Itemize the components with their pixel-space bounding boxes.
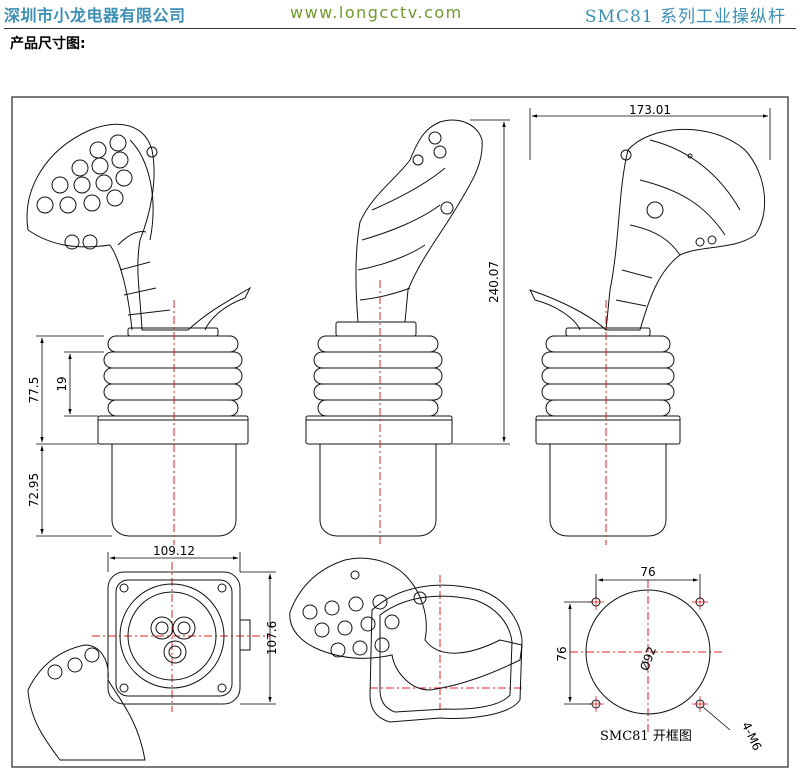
rear-buttons (620, 149, 717, 247)
iso-buttons (302, 570, 427, 658)
rear-view (529, 128, 766, 537)
dim-bellows-height: 77.5 (27, 377, 41, 404)
side-bellows (313, 335, 443, 417)
rear-grip-outline (529, 128, 766, 331)
dim-total-height: 240.07 (487, 261, 501, 303)
dim-cutout-diameter: Ø92 (637, 645, 659, 673)
side-view (305, 119, 483, 537)
dim-base-depth: 107.6 (265, 621, 279, 655)
front-bellows (103, 335, 243, 417)
dim-hole-spacing-x: 76 (640, 565, 655, 579)
front-buttons (36, 134, 158, 250)
front-view (26, 123, 252, 537)
front-grip-lower (27, 229, 133, 331)
side-grip-outline (355, 119, 483, 323)
rear-bellows (541, 335, 675, 417)
cutout-caption: SMC81 开框图 (600, 729, 692, 744)
header-divider (4, 28, 796, 29)
front-grip-outline (26, 123, 252, 331)
dim-depth: 173.01 (629, 103, 671, 117)
dim-base-width: 109.12 (153, 544, 195, 558)
dim-bellows-pitch: 19 (55, 376, 69, 391)
drawing-frame (11, 96, 789, 768)
dim-mount-holes: 4-M6 (739, 720, 764, 753)
side-buttons (412, 131, 454, 215)
isometric-view (289, 557, 523, 723)
model-title: SMC81 系列工业操纵杆 (584, 7, 786, 27)
dim-base-height: 72.95 (27, 473, 41, 507)
dim-hole-spacing-y: 76 (555, 646, 569, 661)
section-title: 产品尺寸图: (10, 36, 86, 52)
centerlines (92, 280, 722, 735)
base-top-view (27, 571, 251, 761)
website-link[interactable]: www.longcctv.com (290, 3, 463, 22)
dimension-lines (36, 108, 771, 731)
page-header: 深圳市小龙电器有限公司 www.longcctv.com SMC81 系列工业操… (0, 0, 800, 30)
company-name: 深圳市小龙电器有限公司 (4, 6, 186, 25)
